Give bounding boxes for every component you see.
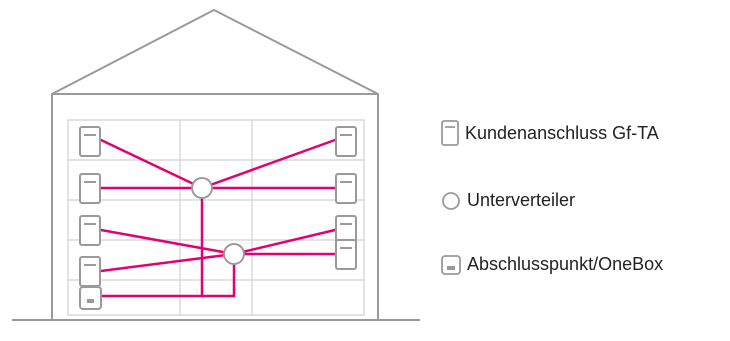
customer-connection-icon bbox=[79, 215, 101, 246]
customer-connection-icon bbox=[79, 126, 101, 157]
legend-label: Abschlusspunkt/OneBox bbox=[467, 254, 664, 274]
customer-connection-icon bbox=[441, 120, 459, 146]
cable-segment bbox=[200, 138, 337, 190]
cable-segment bbox=[99, 228, 236, 256]
customer-connection-icon bbox=[79, 173, 101, 204]
customer-connection-icon bbox=[79, 256, 101, 287]
customer-connection-icon bbox=[335, 239, 357, 270]
distributor-icon bbox=[223, 243, 245, 265]
legend-item-termination-point: Abschlusspunkt/OneBox bbox=[441, 254, 663, 275]
termination-point-icon bbox=[79, 286, 102, 310]
legend-label: Unterverteiler bbox=[467, 190, 576, 210]
floor-grid bbox=[67, 119, 365, 316]
distributor-icon bbox=[441, 191, 461, 211]
roof-outline bbox=[51, 8, 379, 320]
riser-cable bbox=[99, 196, 204, 298]
fiber-cables bbox=[99, 138, 337, 298]
legend-label: Kundenanschluss Gf-TA bbox=[465, 122, 659, 143]
customer-connection-icon bbox=[335, 173, 357, 204]
termination-point-icon bbox=[441, 254, 461, 275]
cable-segment bbox=[99, 138, 204, 190]
customer-connection-icon bbox=[335, 126, 357, 157]
legend-item-distributor: Unterverteiler bbox=[441, 190, 575, 211]
distributor-icon bbox=[191, 177, 213, 199]
riser-cable bbox=[200, 262, 236, 298]
cable-segment bbox=[99, 252, 236, 273]
legend-item-customer-connection: Kundenanschluss Gf-TA bbox=[441, 120, 659, 146]
cable-segment bbox=[232, 228, 337, 256]
